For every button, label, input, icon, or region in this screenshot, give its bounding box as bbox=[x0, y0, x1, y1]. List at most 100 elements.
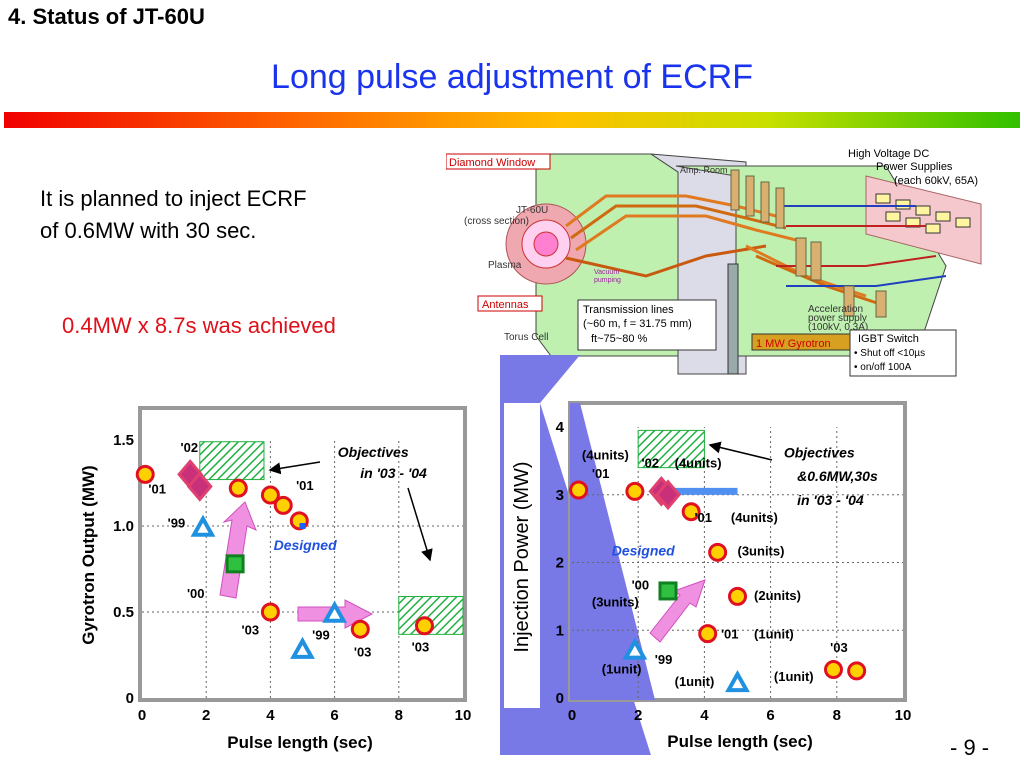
svg-text:IGBT Switch: IGBT Switch bbox=[858, 333, 919, 345]
annotation-label: '01 bbox=[694, 510, 712, 525]
annotation-label: '99 bbox=[312, 628, 330, 643]
data-point-diamond bbox=[655, 479, 681, 511]
svg-text:ft~75~80 %: ft~75~80 % bbox=[591, 333, 647, 345]
data-point-square bbox=[658, 581, 678, 601]
annotation-label: '03 bbox=[412, 640, 430, 655]
plan-line-1: It is planned to inject ECRF bbox=[40, 186, 307, 211]
annotation-label: '99 bbox=[655, 652, 673, 667]
x-axis-label: Pulse length (sec) bbox=[667, 732, 812, 751]
y-tick-label: 0 bbox=[126, 690, 134, 707]
svg-text:• on/off 100A: • on/off 100A bbox=[854, 362, 912, 373]
data-point-circle bbox=[681, 502, 701, 522]
x-tick-label: 8 bbox=[395, 707, 403, 724]
data-point-triangle bbox=[290, 636, 315, 659]
injection-power-chart: (4units)'01'02(4units)'01(4units)Designe… bbox=[500, 355, 912, 755]
x-tick-label: 6 bbox=[330, 707, 338, 724]
data-point-circle bbox=[273, 495, 293, 515]
data-point-circle bbox=[698, 624, 718, 644]
data-point-triangle bbox=[725, 670, 750, 693]
data-point-diamond bbox=[186, 471, 213, 502]
y-tick-label: 1 bbox=[556, 622, 564, 639]
y-axis-label: Injection Power (MW) bbox=[511, 461, 533, 652]
x-tick-label: 2 bbox=[634, 707, 642, 724]
svg-text:power supply: power supply bbox=[808, 313, 867, 324]
annotation-label: '03 bbox=[242, 622, 260, 637]
svg-text:Plasma: Plasma bbox=[488, 260, 522, 271]
x-tick-label: 4 bbox=[700, 707, 709, 724]
annotation-label: '00 bbox=[187, 586, 205, 601]
data-point-circle bbox=[350, 619, 370, 639]
data-point-circle bbox=[823, 660, 843, 680]
objective-region bbox=[637, 429, 705, 469]
annotation-label: (1unit) bbox=[754, 626, 794, 641]
annotation-label: Designed bbox=[274, 537, 337, 553]
x-tick-label: 4 bbox=[266, 707, 275, 724]
plan-line-2: of 0.6MW with 30 sec. bbox=[40, 218, 257, 243]
annotation-label: '03 bbox=[830, 640, 848, 655]
data-point-triangle bbox=[322, 600, 348, 623]
annotation-label: '99 bbox=[168, 516, 186, 531]
x-tick-label: 6 bbox=[766, 707, 774, 724]
x-tick-label: 2 bbox=[202, 707, 210, 724]
slide-title: Long pulse adjustment of ECRF bbox=[271, 58, 753, 96]
annotation-label: '02 bbox=[642, 456, 660, 471]
objective-boxes bbox=[199, 441, 464, 635]
annotation-label: '01 bbox=[592, 466, 610, 481]
data-point-circle bbox=[569, 480, 589, 500]
svg-text:(each 60kV, 65A): (each 60kV, 65A) bbox=[894, 175, 978, 187]
y-tick-label: 3 bbox=[556, 487, 564, 504]
svg-text:High Voltage DC: High Voltage DC bbox=[848, 148, 929, 160]
svg-text:JT-60U: JT-60U bbox=[516, 205, 548, 216]
data-point-square bbox=[225, 554, 245, 574]
data-point-circle bbox=[847, 661, 867, 681]
designed-point bbox=[299, 523, 306, 529]
svg-text:Acceleration: Acceleration bbox=[808, 304, 863, 315]
annotation-label: &0.6MW,30s bbox=[797, 468, 878, 484]
svg-text:Power Supplies: Power Supplies bbox=[876, 161, 953, 173]
svg-text:Vacuum: Vacuum bbox=[594, 269, 619, 276]
annotations: '02'01'01'99Designed'00'03'99'03'03Objec… bbox=[148, 440, 429, 660]
data-point-circle bbox=[228, 478, 248, 498]
annotation-label: '01 bbox=[148, 481, 166, 496]
data-points bbox=[135, 459, 434, 659]
gyrotron-units bbox=[730, 169, 887, 318]
x-axis-label: Pulse length (sec) bbox=[227, 733, 372, 752]
rainbow-divider bbox=[4, 112, 1020, 128]
y-tick-label: 0.5 bbox=[113, 604, 134, 621]
annotation-label: Objectives bbox=[784, 444, 855, 460]
annotation-label: (4units) bbox=[675, 456, 722, 471]
x-tick-label: 10 bbox=[455, 707, 472, 724]
data-point-circle bbox=[260, 485, 280, 505]
annotation-label: (1unit) bbox=[602, 662, 642, 677]
ecrf-system-diagram: High Voltage DC Power Supplies (each 60k… bbox=[446, 148, 982, 377]
data-point-circle bbox=[728, 586, 747, 606]
svg-text:Diamond Window: Diamond Window bbox=[449, 157, 535, 169]
y-tick-label: 0 bbox=[556, 690, 564, 707]
svg-text:Transmission lines: Transmission lines bbox=[583, 304, 674, 316]
data-point-triangle bbox=[190, 514, 216, 537]
separator-wall bbox=[727, 263, 739, 375]
annotation-label: in '03 - '04 bbox=[360, 465, 427, 481]
data-point-triangle bbox=[622, 637, 648, 660]
data-point-circle bbox=[135, 464, 155, 484]
annotation-label: Designed bbox=[612, 543, 675, 559]
data-point-circle bbox=[625, 481, 645, 501]
svg-text:(~60 m, f = 31.75 mm): (~60 m, f = 31.75 mm) bbox=[583, 318, 692, 330]
svg-text:Amp. Room: Amp. Room bbox=[680, 165, 728, 175]
data-point-circle bbox=[414, 616, 434, 636]
x-tick-label: 10 bbox=[895, 707, 912, 724]
data-point-circle bbox=[260, 602, 280, 622]
annotation-label: (1unit) bbox=[675, 674, 715, 689]
annotation-label: '03 bbox=[354, 645, 372, 660]
y-tick-label: 4 bbox=[556, 419, 565, 436]
section-title: 4. Status of JT-60U bbox=[8, 4, 205, 29]
svg-text:(100kV, 0.3A): (100kV, 0.3A) bbox=[808, 322, 868, 333]
svg-text:pumping: pumping bbox=[594, 277, 621, 284]
wall-panel bbox=[650, 153, 747, 375]
grid bbox=[572, 427, 903, 698]
y-axis-label: Gyrotron Output (MW) bbox=[79, 465, 98, 644]
achieved-text: 0.4MW x 8.7s was achieved bbox=[62, 313, 336, 338]
annotation-label: '01 bbox=[721, 626, 739, 641]
